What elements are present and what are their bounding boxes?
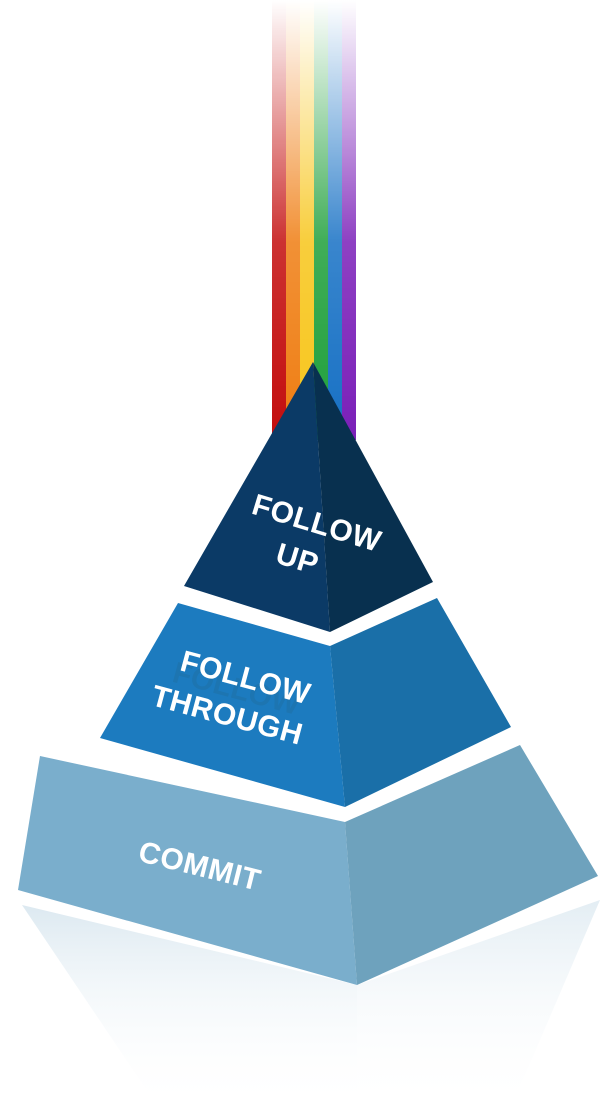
rainbow-beam — [272, 0, 356, 440]
beam-stripe-green — [314, 0, 328, 440]
tier-top-front — [184, 362, 330, 632]
tier-bottom — [18, 745, 598, 985]
beam-stripe-red — [272, 0, 286, 440]
tier-middle-front — [100, 603, 345, 807]
beam-stripe-yellow — [300, 0, 314, 440]
tier-top — [184, 362, 433, 632]
tier-bottom-side — [345, 745, 598, 985]
tier-middle — [100, 598, 511, 807]
beam-stripe-violet — [342, 0, 356, 440]
beam-stripe-blue — [328, 0, 342, 440]
pyramid-reflection — [22, 900, 600, 1110]
tier-middle-side — [330, 598, 511, 807]
tier-bottom-front — [18, 756, 357, 985]
beam-stripe-orange — [286, 0, 300, 440]
tier-top-side — [313, 362, 433, 632]
